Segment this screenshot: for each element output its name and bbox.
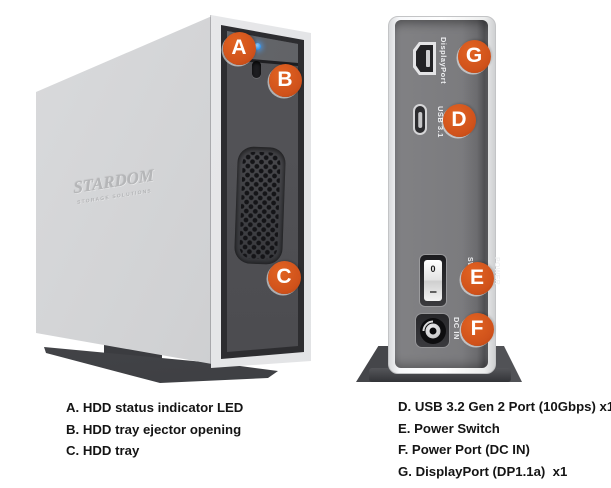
mini-displayport-tongue (425, 49, 431, 68)
badge-g: G (457, 39, 491, 73)
switch-on-mark: I (428, 290, 438, 294)
legend-item-b: B. HDD tray ejector opening (66, 421, 242, 437)
power-switch-rocker: 0 I (424, 260, 442, 301)
rear-panel (395, 20, 488, 368)
badge-f: F (460, 312, 494, 346)
hdd-tray-ejector-opening (252, 61, 261, 78)
badge-b: B (268, 63, 302, 97)
legend-item-f: F. Power Port (DC IN) (398, 442, 530, 457)
legend-item-c: C. HDD tray (66, 443, 140, 458)
displayport-label: DisplayPort (439, 37, 448, 85)
mini-displayport-port (413, 42, 436, 75)
legend-item-d: D. USB 3.2 Gen 2 Port (10Gbps) x1 (398, 399, 611, 414)
dc-jack-hole (429, 327, 436, 334)
power-switch-label-line1: POWER (493, 257, 500, 285)
badge-a: A (222, 31, 256, 65)
legend-item-e: E. Power Switch (398, 420, 500, 436)
vent-holes (239, 151, 281, 260)
usb-c-recess (415, 106, 425, 133)
legend-front-view: A. HDD status indicator LED B. HDD tray … (66, 401, 243, 466)
switch-off-mark: 0 (430, 264, 436, 274)
legend-item-g: G. DisplayPort (DP1.1a) x1 (398, 463, 568, 479)
legend-rear-view: D. USB 3.2 Gen 2 Port (10Gbps) x1 E. Pow… (398, 400, 611, 486)
usb-c-port (413, 104, 427, 135)
badge-d: D (442, 103, 476, 137)
usb-label: USB 3.1 (436, 106, 445, 138)
legend-item-a: A. HDD status indicator LED (66, 400, 244, 415)
dc-in-label: DC IN (452, 317, 461, 340)
mini-displayport-recess (416, 45, 433, 72)
power-switch: 0 I (420, 255, 446, 306)
dc-in-port (416, 314, 449, 347)
badge-c: C (267, 260, 301, 294)
badge-e: E (460, 261, 494, 295)
hdd-status-led (254, 43, 261, 50)
usb-c-tongue (418, 111, 422, 128)
hdd-tray-vent-grille (233, 146, 287, 265)
